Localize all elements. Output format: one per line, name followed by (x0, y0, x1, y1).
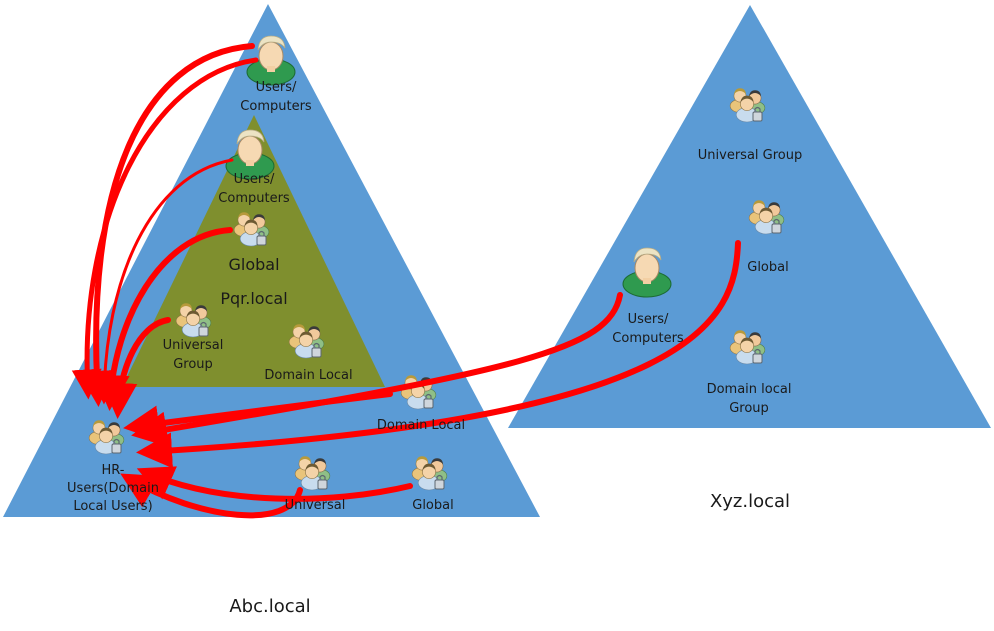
hr-group-label: HR- Users(Domain Local Users) (67, 463, 159, 514)
pqr-universal-group-label: Universal Group (162, 338, 224, 372)
xyz-forest-name: Xyz.local (709, 491, 791, 512)
pqr-users-computers-label: Users/ Computers (218, 172, 290, 206)
xyz-users-computers-label: Users/ Computers (612, 312, 684, 346)
xyz-domain-local-group-label: Domain local Group (706, 382, 792, 416)
abc-domain-local-label: Domain Local (376, 418, 466, 433)
xyz-universal-group-label: Universal Group (697, 148, 803, 163)
pqr-forest-name: Pqr.local (220, 289, 288, 308)
arrow-xyz-users-to-hr (131, 292, 623, 448)
pqr-global-label: Global (228, 255, 280, 274)
arrow-abc-users-to-hr (78, 43, 255, 407)
arrow-abc-universal-to-hr (120, 473, 303, 519)
abc-forest-name: Abc.local (229, 596, 311, 617)
arrow-xyz-global-to-hr (136, 240, 741, 469)
abc-global-label: Global (412, 498, 454, 513)
arrow-pqr-universal-to-hr (101, 317, 171, 419)
arrow-abc-users-to-hr-outer (71, 57, 259, 400)
abc-users-computers-label: Users/ Computers (240, 80, 312, 114)
abc-universal-label: Universal (284, 498, 346, 513)
pqr-domain-local-label: Domain Local (264, 368, 353, 383)
arrow-abc-global-to-hr (136, 466, 413, 502)
arrow-pqr-users-to-hr (95, 158, 234, 405)
arrow-pqr-global-to-hr (93, 227, 233, 411)
xyz-global-label: Global (747, 260, 789, 275)
